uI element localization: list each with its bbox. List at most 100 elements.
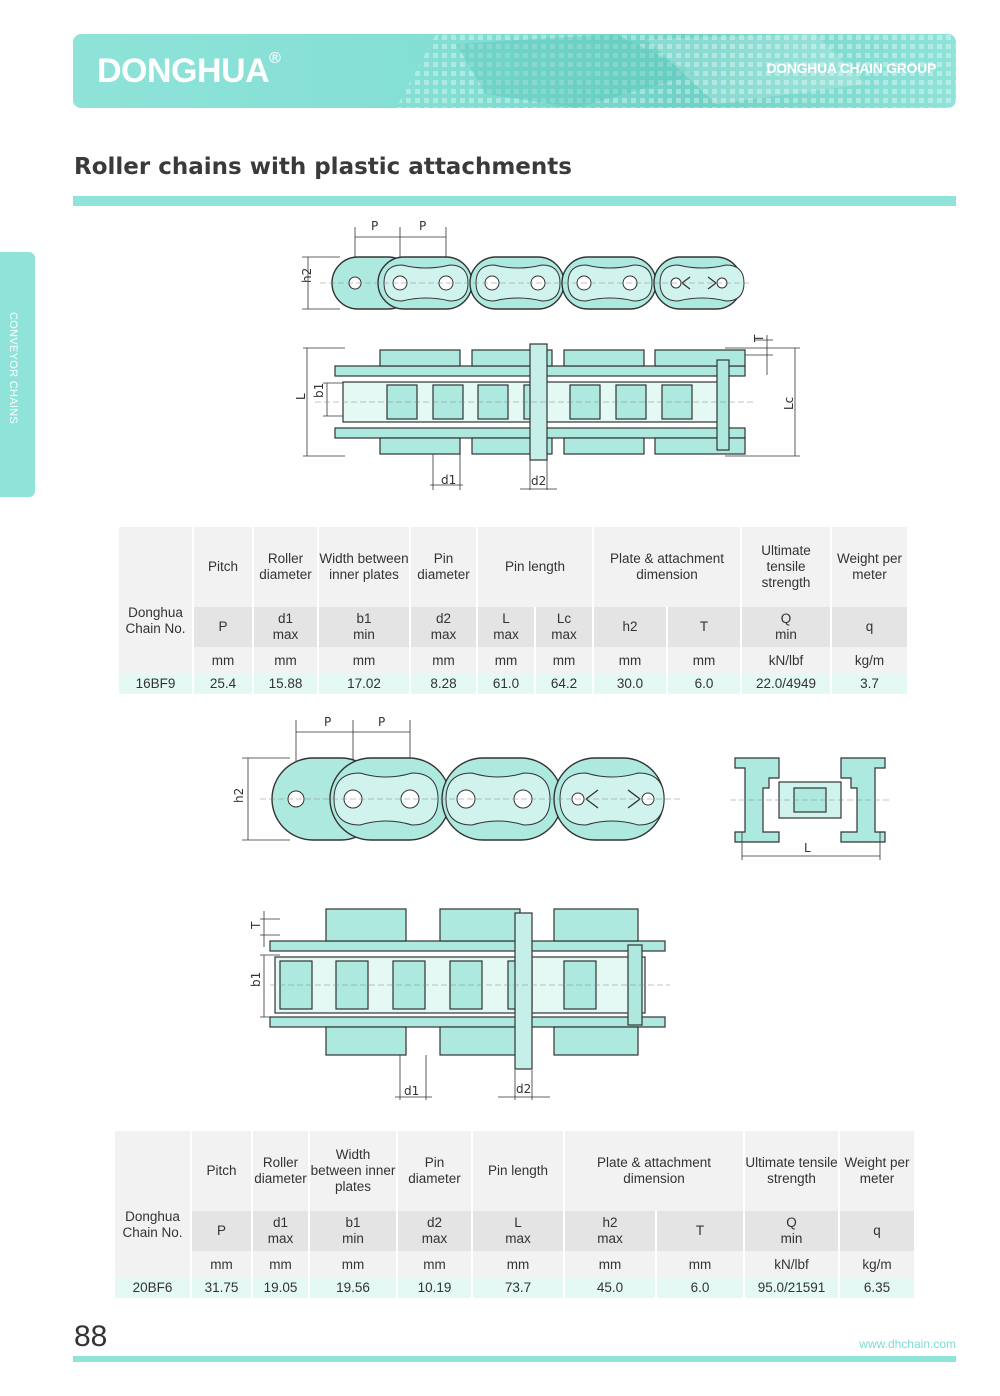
pitch-header: Pitch xyxy=(193,527,254,607)
spec-table-16bf9: Donghua Chain No. Pitch Roller diameter … xyxy=(119,527,908,694)
pin-length-header: Pin length xyxy=(477,527,595,607)
cell-b1: 17.02 xyxy=(318,674,411,694)
cell-L: 61.0 xyxy=(477,674,536,694)
tensile-strength-header: Ultimate tensile strength xyxy=(741,527,833,607)
pin-diameter-header: Pin diameter xyxy=(397,1131,473,1211)
chain-no-header: Donghua Chain No. xyxy=(119,527,194,674)
plate-dimension-header: Plate & attachment dimension xyxy=(593,527,743,607)
sym-T: T xyxy=(656,1211,746,1251)
table-row: 16BF9 25.4 15.88 17.02 8.28 61.0 64.2 30… xyxy=(119,674,908,694)
unit-b1: mm xyxy=(309,1251,398,1278)
unit-Lc: mm xyxy=(535,647,595,674)
fig1-p2-label: P xyxy=(419,219,426,233)
group-name: DONGHUA CHAIN GROUP xyxy=(766,60,936,76)
fig2-top-view: T b1 d1 d2 xyxy=(249,908,670,1100)
chain-no-header: Donghua Chain No. xyxy=(115,1131,192,1278)
unit-d1: mm xyxy=(252,1251,310,1278)
weight-header: Weight per meter xyxy=(839,1131,915,1211)
cell-p: 31.75 xyxy=(191,1278,253,1298)
unit-b1: mm xyxy=(318,647,411,674)
fig2-p2-label: P xyxy=(378,715,385,729)
pitch-header: Pitch xyxy=(191,1131,253,1211)
tensile-strength-header: Ultimate tensile strength xyxy=(744,1131,841,1211)
fig2-T-label: T xyxy=(249,921,263,930)
unit-h2: mm xyxy=(593,647,669,674)
cell-h2: 30.0 xyxy=(593,674,669,694)
cell-d2: 10.19 xyxy=(397,1278,473,1298)
fig1-L-label: L xyxy=(294,393,308,400)
sym-h2: h2 xyxy=(593,607,669,647)
table-row: 20BF6 31.75 19.05 19.56 10.19 73.7 45.0 … xyxy=(115,1278,915,1298)
roller-diameter-header: Roller diameter xyxy=(252,1131,310,1211)
cell-d1: 15.88 xyxy=(253,674,319,694)
cell-T: 6.0 xyxy=(667,674,743,694)
cell-h2: 45.0 xyxy=(564,1278,657,1298)
fig1-T-label: T xyxy=(752,334,766,343)
fig2-side-view: P P h2 xyxy=(232,715,682,841)
spec-table-20bf6: Donghua Chain No. Pitch Roller diameter … xyxy=(115,1131,915,1298)
unit-L: mm xyxy=(472,1251,565,1278)
donghua-logo[interactable]: DONGHUA® xyxy=(97,50,281,90)
cell-p: 25.4 xyxy=(193,674,254,694)
fig2-h2-label: h2 xyxy=(232,788,246,803)
cell-Lc: 64.2 xyxy=(535,674,595,694)
fig2-L-label: L xyxy=(804,841,811,855)
sym-p: P xyxy=(193,607,254,647)
unit-p: mm xyxy=(193,647,254,674)
sym-p: P xyxy=(191,1211,253,1251)
cell-Q: 22.0/4949 xyxy=(741,674,833,694)
fig1-top-view: L b1 T Lc d1 d2 xyxy=(294,334,800,490)
sym-T: T xyxy=(667,607,743,647)
unit-T: mm xyxy=(656,1251,746,1278)
title-divider xyxy=(73,196,956,206)
cell-T: 6.0 xyxy=(656,1278,746,1298)
side-tab[interactable]: CONVEYOR CHAINS xyxy=(0,252,35,497)
unit-q: kg/m xyxy=(839,1251,915,1278)
banner-pattern xyxy=(396,34,956,108)
unit-T: mm xyxy=(667,647,743,674)
fig2-b1-label: b1 xyxy=(249,972,263,987)
fig1-Lc-label: Lc xyxy=(782,397,796,410)
header-banner: DONGHUA® DONGHUA CHAIN GROUP xyxy=(73,34,956,108)
unit-h2: mm xyxy=(564,1251,657,1278)
footer-divider xyxy=(73,1356,956,1362)
width-header: Width between inner plates xyxy=(318,527,411,607)
fig2-d1-label: d1 xyxy=(404,1084,419,1098)
cell-chain-no: 16BF9 xyxy=(119,674,194,694)
unit-d1: mm xyxy=(253,647,319,674)
plate-dimension-header: Plate & attachment dimension xyxy=(564,1131,746,1211)
fig1-d2-label: d2 xyxy=(531,474,546,488)
unit-Q: kN/lbf xyxy=(744,1251,841,1278)
cell-q: 6.35 xyxy=(839,1278,915,1298)
cell-b1: 19.56 xyxy=(309,1278,398,1298)
fig1-b1-label: b1 xyxy=(312,383,326,398)
website-link[interactable]: www.dhchain.com xyxy=(859,1337,956,1351)
side-tab-label: CONVEYOR CHAINS xyxy=(7,312,19,425)
fig1-p1-label: P xyxy=(371,219,378,233)
cell-q: 3.7 xyxy=(831,674,908,694)
cell-d2: 8.28 xyxy=(410,674,478,694)
unit-q: kg/m xyxy=(831,647,908,674)
unit-d2: mm xyxy=(410,647,478,674)
cell-L: 73.7 xyxy=(472,1278,565,1298)
fig1-side-view: P P h2 xyxy=(300,219,750,310)
page-title: Roller chains with plastic attachments xyxy=(74,154,572,180)
roller-diameter-header: Roller diameter xyxy=(253,527,319,607)
unit-d2: mm xyxy=(397,1251,473,1278)
fig2-d2-label: d2 xyxy=(516,1082,531,1096)
fig1-d1-label: d1 xyxy=(441,473,456,487)
pin-diameter-header: Pin diameter xyxy=(410,527,478,607)
fig2-end-view: L xyxy=(730,757,890,860)
cell-d1: 19.05 xyxy=(252,1278,310,1298)
fig1-h2-label: h2 xyxy=(300,268,314,283)
cell-Q: 95.0/21591 xyxy=(744,1278,841,1298)
